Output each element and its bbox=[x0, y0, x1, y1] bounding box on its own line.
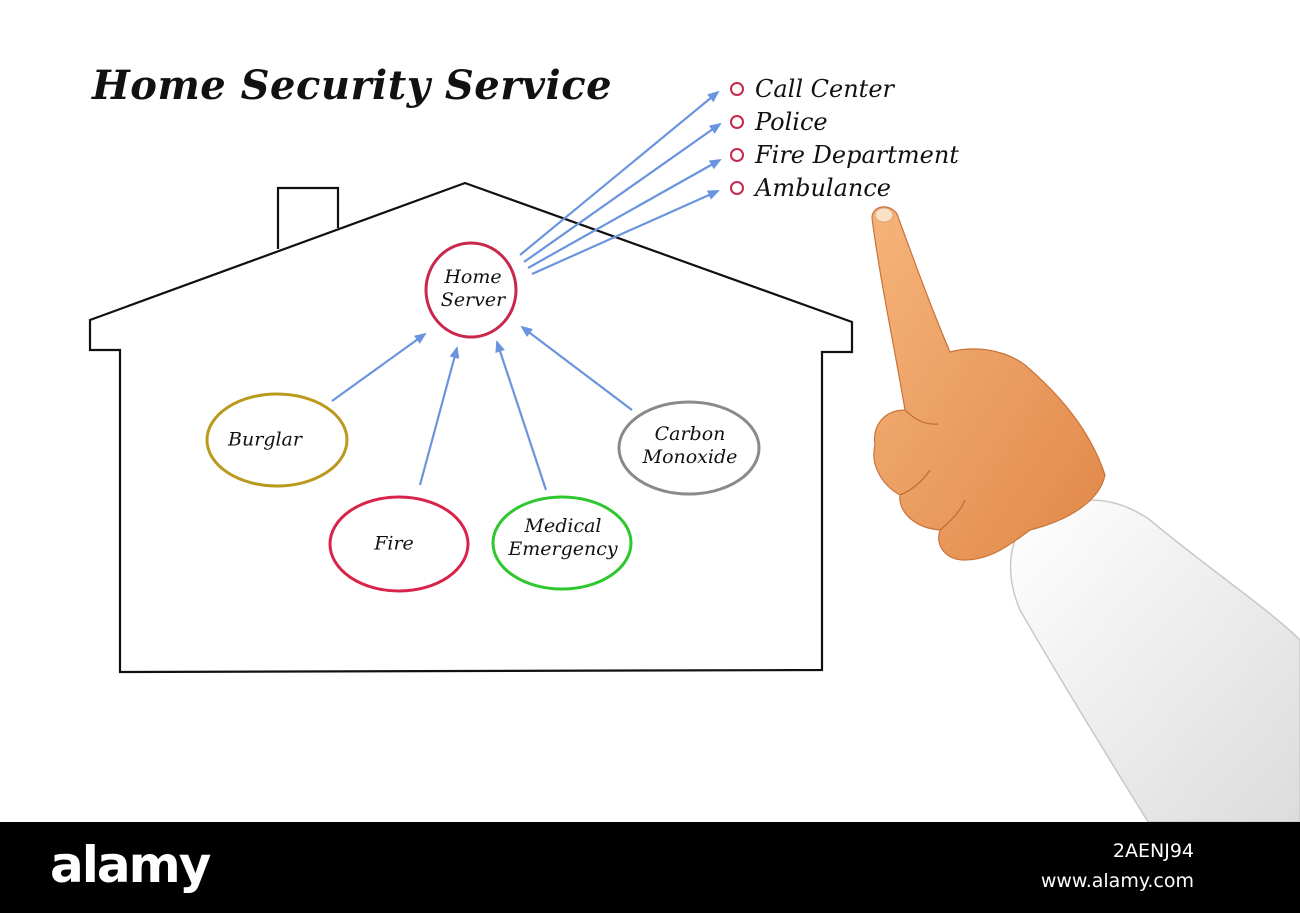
arrow-medical-to-server bbox=[495, 340, 548, 491]
arrow-server-to-ambulance bbox=[531, 189, 720, 276]
diagram-title: Home Security Service bbox=[92, 62, 613, 109]
fire-ellipse bbox=[328, 495, 470, 593]
alamy-logo: alamy bbox=[50, 836, 211, 894]
diagram-canvas: Home Security Service Home Server Burgla… bbox=[88, 62, 1300, 822]
diagram-graphics bbox=[88, 90, 1300, 822]
medical-emergency-label: Medical Emergency bbox=[508, 515, 618, 560]
medical-emergency-ellipse bbox=[491, 495, 633, 591]
destination-label: Call Center bbox=[755, 74, 894, 103]
destination-label: Ambulance bbox=[755, 173, 891, 202]
fingernail bbox=[874, 207, 894, 223]
destination-item: Ambulance bbox=[730, 171, 959, 204]
arrow-carbon-to-server bbox=[520, 325, 633, 411]
pointing-hand-illustration bbox=[871, 206, 1300, 822]
bullet-circle-icon bbox=[730, 114, 744, 129]
house-chimney bbox=[276, 186, 340, 249]
fire-label: Fire bbox=[374, 532, 414, 555]
destination-label: Fire Department bbox=[755, 140, 959, 169]
arrow-server-to-call-center bbox=[519, 90, 720, 256]
arrow-server-to-police bbox=[523, 122, 722, 263]
site-url: www.alamy.com bbox=[1040, 870, 1194, 892]
burglar-label: Burglar bbox=[228, 428, 302, 451]
destination-list: Call Center Police Fire Department Ambul… bbox=[730, 72, 959, 204]
destination-item: Fire Department bbox=[730, 138, 959, 171]
home-server-label: Home Server bbox=[440, 266, 506, 311]
finger-crease bbox=[899, 409, 966, 531]
destination-item: Call Center bbox=[730, 72, 959, 105]
bullet-circle-icon bbox=[730, 180, 744, 195]
image-id: 2AENJ94 bbox=[1112, 840, 1194, 862]
shirt-sleeve bbox=[1009, 499, 1300, 822]
burglar-ellipse bbox=[205, 392, 349, 488]
house-outline bbox=[88, 181, 854, 674]
bullet-circle-icon bbox=[730, 81, 744, 96]
arrow-server-to-fire-department bbox=[527, 159, 722, 269]
carbon-monoxide-ellipse bbox=[617, 400, 761, 496]
arrow-fire-to-server bbox=[418, 346, 460, 486]
destination-item: Police bbox=[730, 105, 959, 138]
arrow-burglar-to-server bbox=[331, 332, 427, 402]
carbon-monoxide-label: Carbon Monoxide bbox=[642, 423, 738, 468]
destination-label: Police bbox=[755, 107, 828, 136]
watermark-banner: alamy 2AENJ94 www.alamy.com bbox=[0, 822, 1300, 913]
bullet-circle-icon bbox=[730, 147, 744, 162]
hand bbox=[871, 206, 1106, 561]
home-server-ellipse bbox=[424, 241, 518, 339]
